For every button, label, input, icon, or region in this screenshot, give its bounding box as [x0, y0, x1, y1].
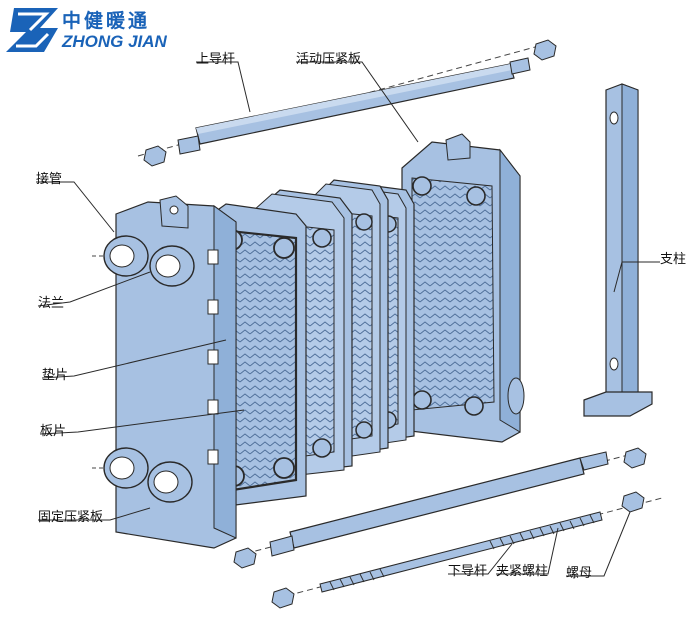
- label-nut: 螺母: [566, 566, 593, 581]
- lower-rod-nut-left: [233, 547, 257, 569]
- tie-bolt-nut-right: [621, 491, 645, 513]
- lower-guide-rod: [233, 447, 647, 569]
- label-nozzle: 接管: [36, 172, 63, 187]
- tie-bolt: [271, 491, 663, 609]
- label-flange: 法兰: [38, 296, 65, 311]
- tie-bolt-nut-left: [271, 587, 295, 609]
- nozzles: [92, 235, 195, 503]
- logo-mark: [6, 8, 58, 52]
- label-upper-guide-rod: 上导杆: [196, 52, 236, 67]
- upper-guide-rod: [137, 39, 557, 167]
- label-support-column: 支柱: [660, 252, 687, 267]
- leader-lines: [36, 61, 660, 577]
- label-lower-guide-rod: 下导杆: [448, 564, 488, 579]
- label-movable-plate: 活动压紧板: [296, 52, 362, 67]
- brand-name-cn: 中健暖通: [62, 10, 151, 32]
- label-plate: 板片: [40, 424, 67, 439]
- brand-name-en: ZHONG JIAN: [62, 32, 167, 51]
- label-tie-bolt: 夹紧螺柱: [496, 564, 549, 579]
- label-gasket: 垫片: [42, 368, 69, 383]
- lower-rod-nut-right: [623, 447, 647, 469]
- upper-rod-nut-right: [533, 39, 557, 61]
- upper-rod-nut-left: [143, 145, 167, 167]
- support-column: [583, 83, 653, 417]
- movable-pressure-plate: [401, 133, 525, 443]
- label-fixed-plate: 固定压紧板: [38, 510, 104, 525]
